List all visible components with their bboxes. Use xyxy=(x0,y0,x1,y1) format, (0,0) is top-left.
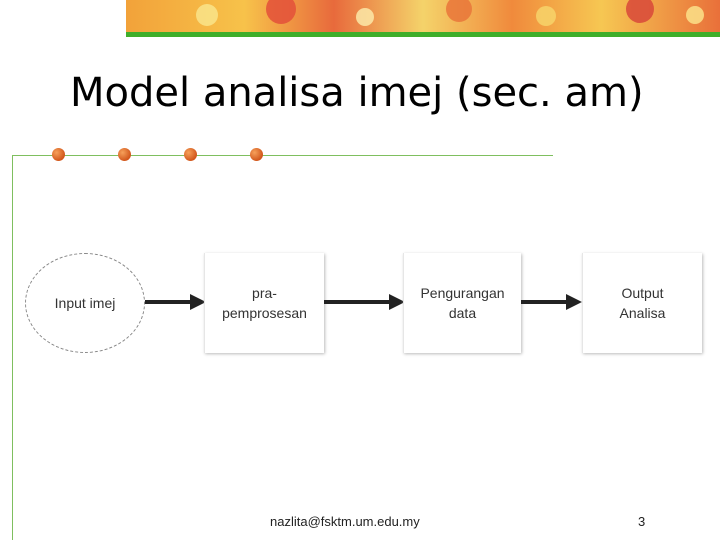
node-input-imej: Input imej xyxy=(25,253,145,353)
footer-email: nazlita@fsktm.um.edu.my xyxy=(270,514,420,529)
banner-flower xyxy=(686,6,704,24)
bullet-dot-icon xyxy=(118,148,131,161)
node-pengurangan-data: Pengurangan data xyxy=(403,253,521,353)
banner-flower xyxy=(196,4,218,26)
arrow-2 xyxy=(324,294,405,310)
node-label-line1: pra- xyxy=(252,285,277,301)
banner-flower xyxy=(626,0,654,23)
bullet-dot-icon xyxy=(52,148,65,161)
vertical-rule xyxy=(12,155,13,540)
bullet-dot-icon xyxy=(250,148,263,161)
page-number: 3 xyxy=(638,514,646,529)
bullet-dot-icon xyxy=(184,148,197,161)
arrow-1 xyxy=(145,294,206,310)
banner-underline xyxy=(126,32,720,37)
banner-flower xyxy=(266,0,296,24)
node-label-line1: Pengurangan xyxy=(420,285,505,301)
banner-flower xyxy=(536,6,556,26)
slide-title: Model analisa imej (sec. am) xyxy=(70,70,644,116)
arrow-3 xyxy=(521,294,582,310)
banner-flower xyxy=(356,8,374,26)
node-label: Input imej xyxy=(54,295,116,311)
node-label-line2: Analisa xyxy=(619,305,666,321)
floral-banner xyxy=(126,0,720,32)
node-output-analisa: Output Analisa xyxy=(582,253,702,353)
node-label-line1: Output xyxy=(621,285,664,301)
node-label-line2: pemprosesan xyxy=(222,305,307,321)
node-label-line2: data xyxy=(448,305,477,321)
horizontal-rule xyxy=(12,155,553,156)
banner-flower xyxy=(446,0,472,22)
node-pra-pemprosesan: pra- pemprosesan xyxy=(204,253,324,353)
